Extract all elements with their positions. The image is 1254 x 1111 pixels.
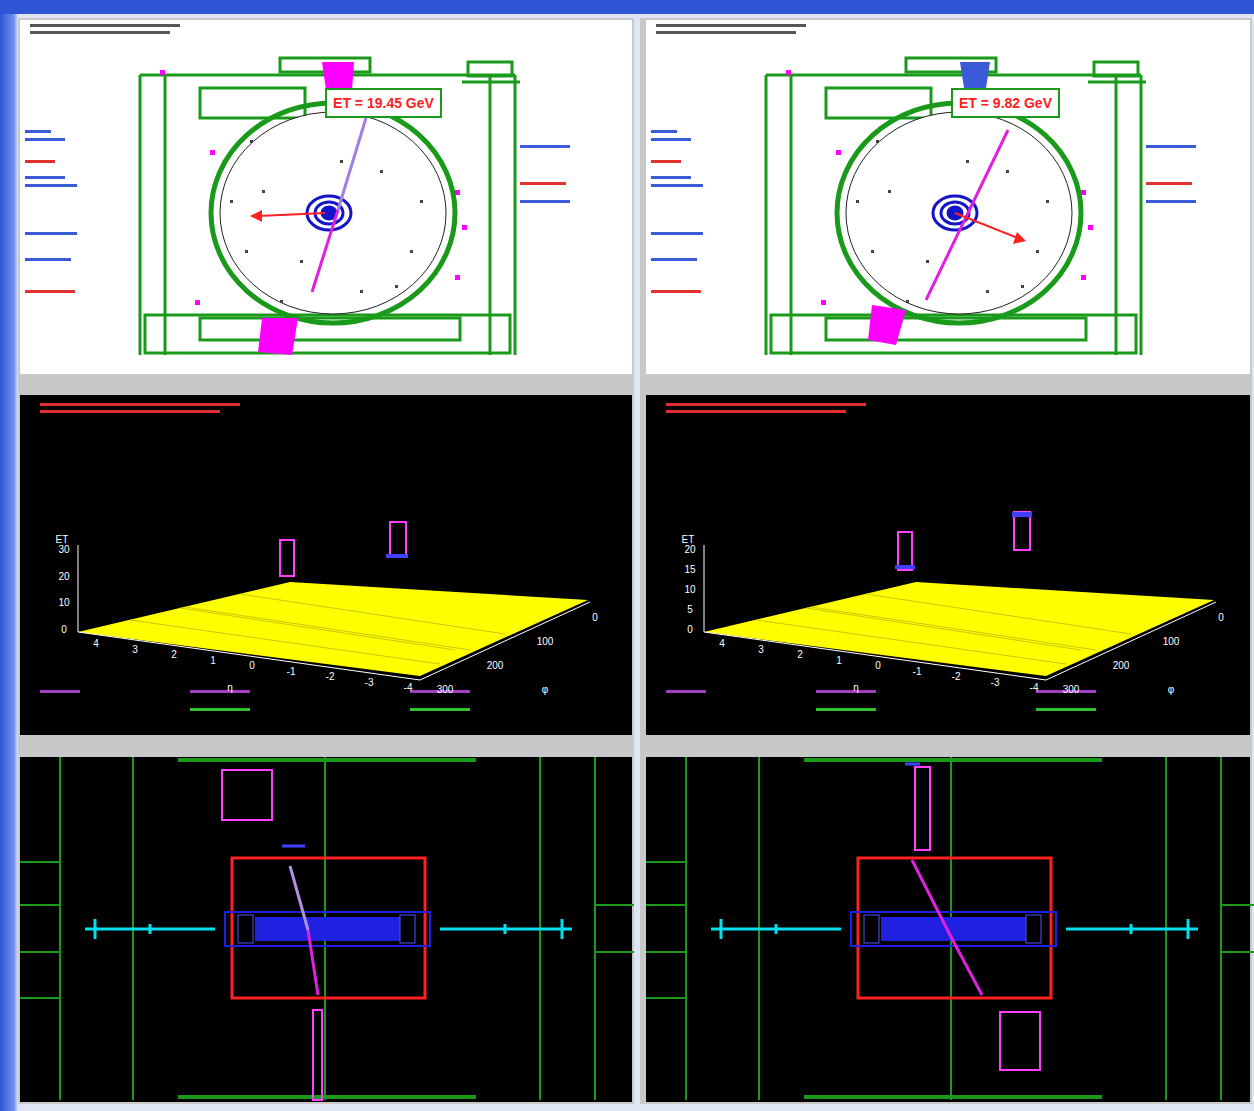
tick-label: 15	[684, 564, 695, 576]
axis-title: φ	[542, 684, 548, 696]
tick-label: 1	[210, 655, 216, 667]
tick-label: 2	[797, 649, 803, 661]
tick-label: 0	[1218, 612, 1224, 624]
tick-label: 4	[93, 638, 99, 650]
tick-label: 100	[537, 636, 554, 648]
tick-label: -3	[991, 677, 1000, 689]
axis-title: η	[853, 682, 859, 694]
tick-label: 300	[1063, 684, 1080, 696]
tick-label: 30	[58, 544, 69, 556]
tick-label: -4	[1030, 682, 1039, 694]
tick-label: 0	[249, 660, 255, 672]
met-value: ET = 9.82 GeV	[959, 95, 1052, 111]
tick-label: 1	[836, 655, 842, 667]
tick-label: 3	[132, 644, 138, 656]
tick-label: 3	[758, 644, 764, 656]
tick-label: 0	[61, 624, 67, 636]
tick-label: -1	[287, 666, 296, 678]
axis-title: η	[227, 682, 233, 694]
tick-label: -1	[913, 666, 922, 678]
tick-label: 10	[58, 597, 69, 609]
tick-label: 2	[171, 649, 177, 661]
tick-label: 100	[1163, 636, 1180, 648]
tick-label: 0	[592, 612, 598, 624]
tick-label: 0	[875, 660, 881, 672]
tick-label: 20	[58, 571, 69, 583]
axis-title: φ	[1168, 684, 1174, 696]
tick-label: 200	[1113, 660, 1130, 672]
tick-label: 10	[684, 584, 695, 596]
tick-label: -2	[952, 671, 961, 683]
tick-label: 0	[687, 624, 693, 636]
met-box: ET = 9.82 GeV	[951, 88, 1060, 118]
tick-label: -4	[404, 682, 413, 694]
frame-band	[0, 0, 1254, 14]
tick-label: 20	[684, 544, 695, 556]
tick-label: 5	[687, 604, 693, 616]
tick-label: -2	[326, 671, 335, 683]
met-box: ET = 19.45 GeV	[325, 88, 442, 118]
tick-label: -3	[365, 677, 374, 689]
tick-label: 300	[437, 684, 454, 696]
tick-label: 4	[719, 638, 725, 650]
tick-label: 200	[487, 660, 504, 672]
met-value: ET = 19.45 GeV	[333, 95, 434, 111]
